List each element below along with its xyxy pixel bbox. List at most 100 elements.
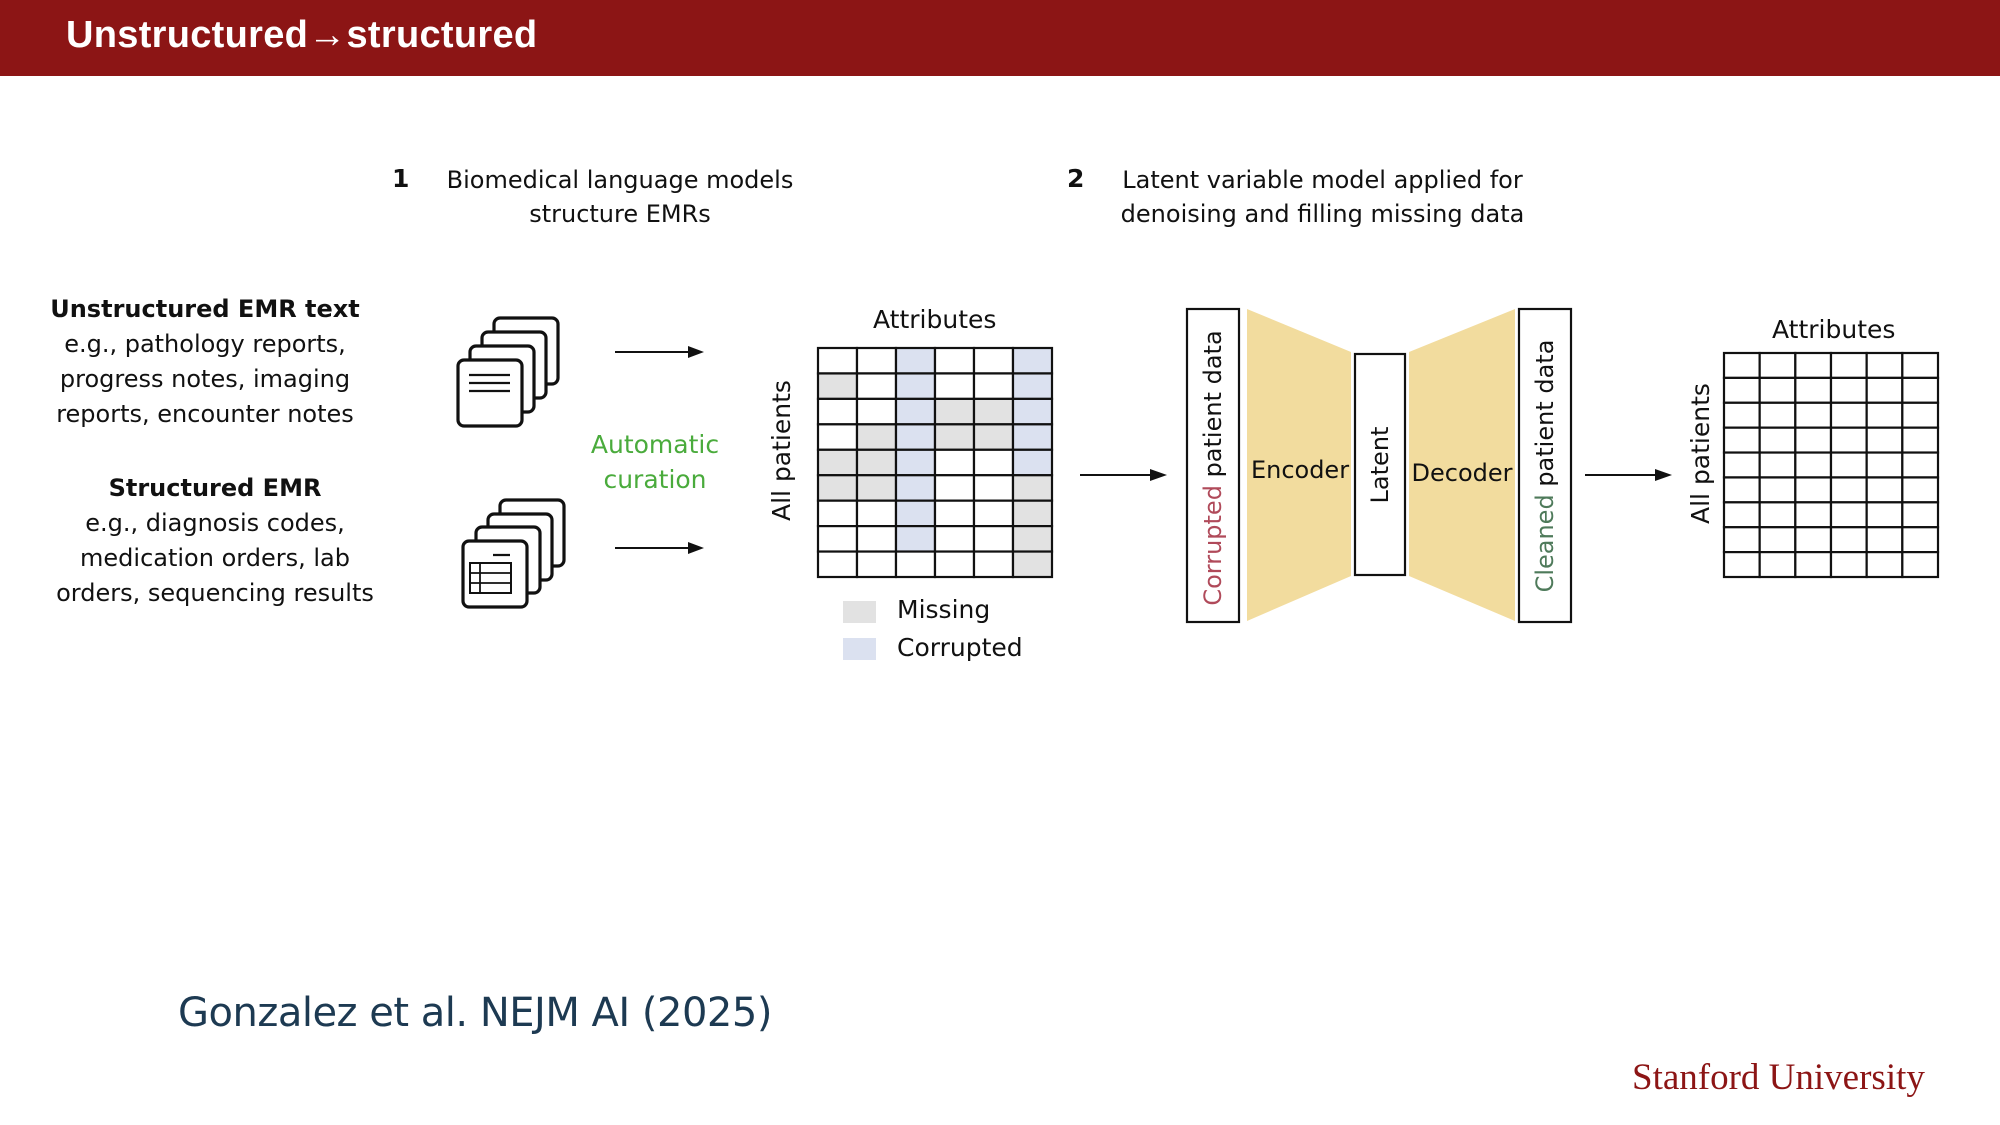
- matrix-cell: [1794, 376, 1833, 404]
- matrix-cell: [1758, 376, 1797, 404]
- matrix-cell-missing: [1011, 525, 1054, 553]
- matrix-cell: [1758, 551, 1797, 579]
- matrix-cell: [972, 346, 1015, 375]
- legend-missing-swatch: [843, 601, 876, 623]
- step-2-line-2: denoising and filling missing data: [1120, 200, 1525, 228]
- matrix-cell-missing: [933, 423, 976, 451]
- matrix-cell-missing: [972, 423, 1015, 451]
- structured-emr-line: medication orders, lab: [80, 544, 350, 572]
- matrix-cell: [972, 372, 1015, 400]
- matrix-cell: [1722, 451, 1761, 479]
- matrix-cell: [933, 499, 976, 528]
- curation-line-1: Automatic: [590, 430, 720, 459]
- matrix-cell: [933, 474, 976, 502]
- arrow-model-to-output: [1585, 469, 1672, 481]
- matrix-cell: [1865, 501, 1904, 529]
- matrix-cell: [933, 448, 976, 477]
- matrix-cell-corrupted: [1011, 448, 1054, 477]
- matrix-cell: [855, 499, 898, 528]
- matrix-cell: [1901, 551, 1940, 579]
- step-2-line-1: Latent variable model applied for: [1122, 166, 1523, 194]
- matrix-cell: [1865, 451, 1904, 479]
- unstructured-emr-line: e.g., pathology reports,: [64, 330, 346, 358]
- matrix-cell: [816, 423, 859, 451]
- matrix-cell: [1829, 401, 1868, 429]
- unstructured-emr-line: reports, encounter notes: [56, 400, 354, 428]
- matrix-cell-corrupted: [894, 372, 937, 400]
- structured-emr-description: Structured EMR e.g., diagnosis codes, me…: [40, 471, 390, 611]
- matrix-cell: [1722, 551, 1761, 579]
- matrix-cell: [1794, 351, 1833, 379]
- matrix-cell-missing: [855, 448, 898, 477]
- matrix-cell-missing: [972, 397, 1015, 426]
- matrix-cell: [1758, 526, 1797, 554]
- matrix-cell: [1901, 526, 1940, 554]
- matrix-cell: [933, 550, 976, 579]
- output-matrix-row-label: All patients: [1686, 383, 1715, 524]
- matrix-cell: [1722, 401, 1761, 429]
- output-data-matrix: [1722, 351, 1940, 579]
- step-1-description: Biomedical language models structure EMR…: [420, 163, 820, 231]
- latent-label: Latent: [1366, 426, 1394, 504]
- unstructured-emr-title: Unstructured EMR text: [50, 295, 360, 323]
- matrix-cell: [1722, 426, 1761, 454]
- matrix-cell: [816, 550, 859, 579]
- matrix-cell: [933, 372, 976, 400]
- matrix-cell: [1758, 501, 1797, 529]
- matrix-cell: [1722, 501, 1761, 529]
- decoder-label: Decoder: [1411, 459, 1513, 487]
- matrix-cell: [972, 474, 1015, 502]
- arrow-unstructured-to-matrix: [615, 346, 704, 358]
- step-2-number: 2: [1067, 164, 1085, 193]
- matrix-cell: [1758, 426, 1797, 454]
- step-1-line-2: structure EMRs: [529, 200, 711, 228]
- legend-corrupted-swatch: [843, 638, 876, 660]
- automatic-curation-label: Automatic curation: [570, 427, 740, 497]
- matrix-cell: [1865, 551, 1904, 579]
- matrix-cell-missing: [855, 474, 898, 502]
- matrix-cell: [894, 550, 937, 579]
- table-document-stack-icon: [461, 498, 566, 609]
- structured-emr-line: e.g., diagnosis codes,: [85, 509, 345, 537]
- matrix-cell: [933, 525, 976, 553]
- cleaned-patient-data-label: Cleaned patient data: [1527, 316, 1563, 616]
- matrix-cell: [816, 346, 859, 375]
- step-2-description: Latent variable model applied for denois…: [1100, 163, 1545, 231]
- matrix-cell: [1901, 426, 1940, 454]
- latent-box: [1353, 352, 1407, 577]
- matrix-cell: [972, 448, 1015, 477]
- matrix-cell: [1758, 451, 1797, 479]
- structured-emr-line: orders, sequencing results: [56, 579, 374, 607]
- input-matrix-column-label: Attributes: [873, 305, 997, 334]
- matrix-cell-missing: [1011, 550, 1054, 579]
- step-1-line-1: Biomedical language models: [446, 166, 794, 194]
- matrix-cell: [1829, 501, 1868, 529]
- matrix-cell: [1758, 476, 1797, 504]
- matrix-cell-corrupted: [894, 474, 937, 502]
- matrix-cell: [1794, 451, 1833, 479]
- corrupted-data-box: [1185, 307, 1241, 624]
- cleaned-data-box: [1517, 307, 1573, 624]
- matrix-cell: [1758, 351, 1797, 379]
- matrix-cell: [1794, 526, 1833, 554]
- matrix-cell: [1829, 476, 1868, 504]
- matrix-cell: [816, 525, 859, 553]
- step-1-number: 1: [392, 164, 410, 193]
- matrix-cell: [1829, 451, 1868, 479]
- matrix-cell-missing: [816, 372, 859, 400]
- matrix-cell: [855, 346, 898, 375]
- matrix-cell: [1829, 526, 1868, 554]
- cleaned-label-rest: patient data: [1531, 339, 1559, 495]
- matrix-cell: [1722, 351, 1761, 379]
- matrix-cell-corrupted: [894, 397, 937, 426]
- matrix-cell-corrupted: [894, 448, 937, 477]
- matrix-cell: [816, 499, 859, 528]
- text-document-stack-icon: [456, 316, 560, 428]
- matrix-cell: [1829, 551, 1868, 579]
- matrix-cell-missing: [816, 448, 859, 477]
- legend-corrupted-label: Corrupted: [897, 633, 1023, 662]
- matrix-cell: [1865, 351, 1904, 379]
- citation: Gonzalez et al. NEJM AI (2025): [178, 990, 772, 1036]
- matrix-cell: [1865, 401, 1904, 429]
